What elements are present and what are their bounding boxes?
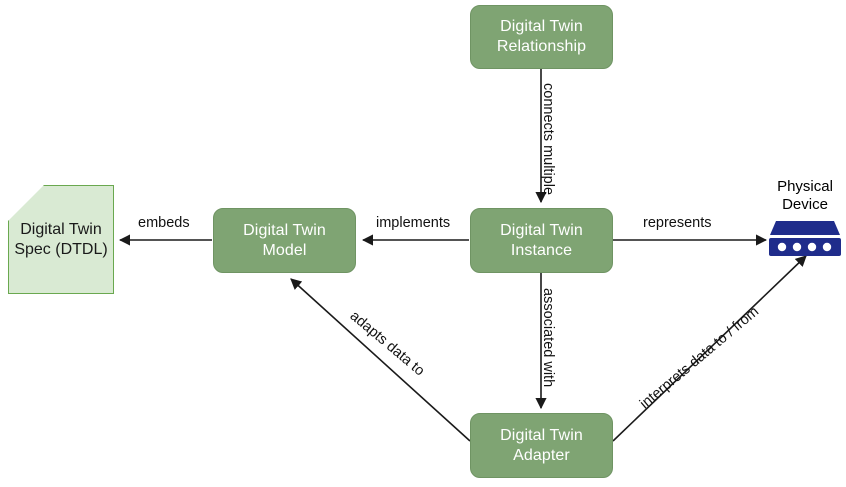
device-led-1 (777, 242, 787, 252)
device-label-line2: Device (782, 196, 828, 213)
edge-label-associated-with: associated with (540, 288, 556, 388)
node-label-line1: Digital Twin (500, 426, 583, 444)
edge-label-represents: represents (643, 215, 712, 231)
device-led-3 (807, 242, 817, 252)
edge-label-implements: implements (376, 215, 451, 231)
edge-label-embeds: embeds (138, 215, 190, 231)
node-label-line1: Digital Twin (20, 220, 102, 238)
node-label-line1: Digital Twin (500, 18, 583, 35)
node-label-line2: Adapter (513, 446, 570, 464)
edge-label-connects-multiple: connects multiple (540, 83, 556, 196)
node-label-line1: Digital Twin (500, 221, 583, 239)
device-led-2 (792, 242, 802, 252)
node-label-line2: Spec (14, 240, 51, 258)
node-label-line2: Instance (510, 241, 573, 259)
node-digital-twin-model[interactable]: Digital Twin Model (213, 208, 356, 273)
node-label-line1: Digital Twin (243, 221, 326, 239)
network-device-icon[interactable] (766, 219, 844, 259)
edge-adapter-device (612, 255, 807, 442)
node-label-line2: Relationship (496, 38, 587, 55)
device-led-4 (822, 242, 832, 252)
node-digital-twin-instance[interactable]: Digital Twin Instance (470, 208, 613, 273)
node-digital-twin-relationship[interactable]: Digital Twin Relationship (470, 5, 613, 69)
node-label-line3: (DTDL) (55, 240, 108, 258)
node-physical-device-label: Physical Device (745, 178, 846, 214)
edge-adapter-model (290, 278, 471, 442)
node-digital-twin-adapter[interactable]: Digital Twin Adapter (470, 413, 613, 478)
node-label-line2: Model (262, 241, 307, 259)
device-label-line1: Physical (777, 178, 833, 195)
